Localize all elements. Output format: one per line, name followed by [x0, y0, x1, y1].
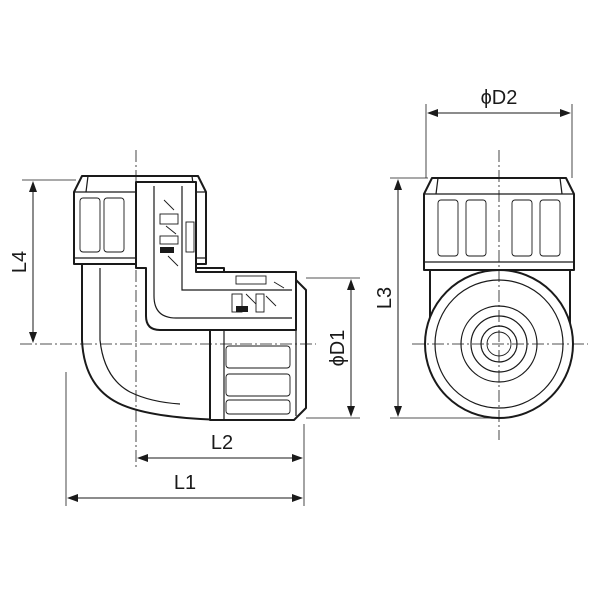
dimension-D2: ϕD2 [425, 87, 573, 178]
end-view [412, 150, 588, 440]
dimension-L1: L1 [65, 372, 305, 506]
side-view [20, 150, 316, 470]
label-D1: ϕD1 [327, 330, 349, 367]
label-L4: L4 [9, 251, 31, 273]
dimension-L3: L3 [374, 177, 499, 419]
label-L2: L2 [211, 432, 233, 454]
dimension-L2: L2 [137, 424, 305, 466]
label-D2: ϕD2 [481, 87, 518, 109]
dimension-L4: L4 [9, 179, 76, 343]
label-L3: L3 [374, 287, 396, 309]
elbow-inner-curve [99, 268, 181, 405]
label-L1: L1 [174, 472, 196, 494]
dimension-D1: ϕD1 [306, 277, 360, 419]
cutaway-section [135, 181, 297, 331]
